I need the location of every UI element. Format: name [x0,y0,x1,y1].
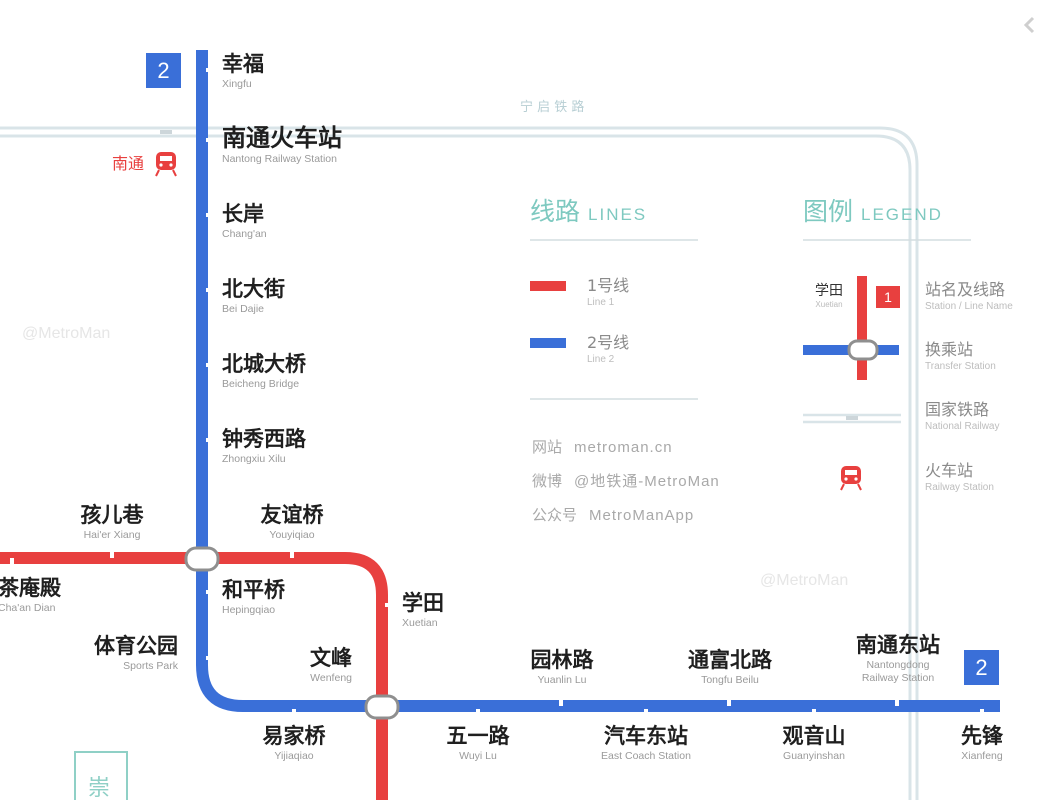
legend-train-icon [840,466,862,491]
transfer-station-wenfeng[interactable] [364,694,400,720]
line-1-station-ticks [10,551,392,607]
line-2-path [196,50,1000,712]
info-weibo: 微博@地铁通-MetroMan [532,472,720,490]
partial-sign-text: 崇 [88,776,111,801]
national-railway [0,126,919,800]
legend-sample-badge: 1 [876,286,900,308]
line-1-swatch [530,281,566,291]
railway-name-label: 宁 启 铁 路 [520,100,585,115]
line-2-swatch [530,338,566,348]
chevron-left-icon[interactable] [1023,16,1035,34]
transfer-station-haierxiang[interactable] [184,546,220,572]
line-2-station-ticks [206,68,984,716]
legend-sample-station: 学田 Xuetian [815,283,843,309]
legend-sample-lines [803,276,901,424]
city-station-label: 南通 [112,154,145,173]
line-2-badge-top: 2 [146,53,181,88]
panel-dividers [530,239,971,400]
line-1-path [0,552,388,800]
train-icon [155,152,177,177]
watermark-left: @MetroMan [22,325,111,342]
partial-sign [74,751,128,800]
line-2-badge-right: 2 [964,650,999,685]
watermark-right: @MetroMan [760,572,849,589]
